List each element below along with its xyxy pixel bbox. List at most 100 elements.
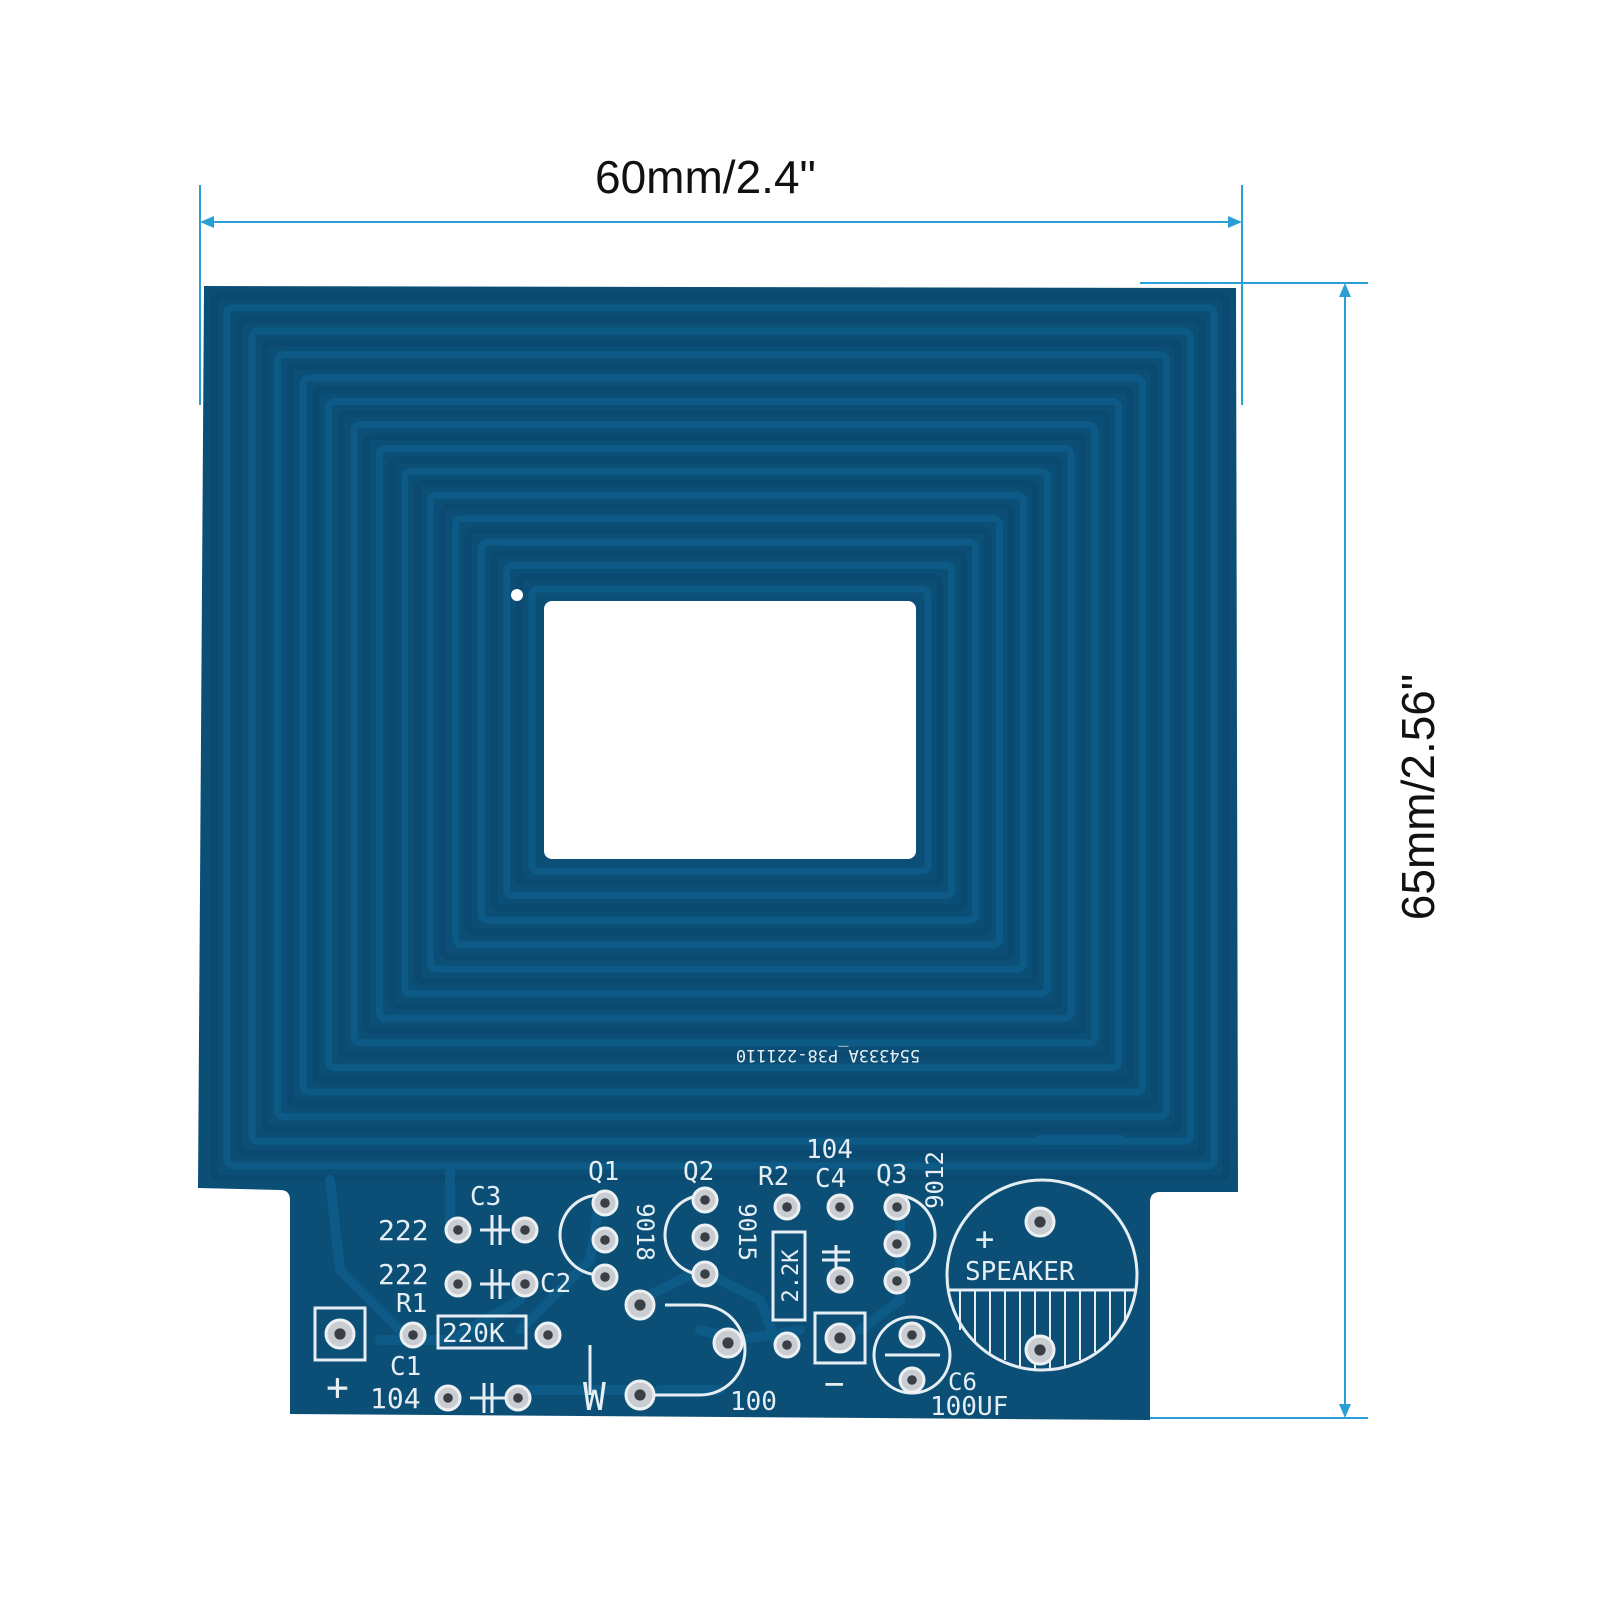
c3-value: 222 [378,1214,429,1247]
silkscreen-text: 554333A_P38-221110 C3 222 222 C2 R1 220K… [326,1045,1075,1422]
pad-hole [453,1225,463,1235]
coil-turn [223,304,1218,1170]
pad-hole [408,1330,418,1340]
pad-hole [782,1202,792,1212]
pad-hole [453,1279,463,1289]
w-label: W [583,1375,606,1419]
r1-value: 220K [442,1319,505,1349]
q3-part: 9012 [921,1151,949,1209]
c4-value: 104 [806,1135,853,1165]
pad-hole [907,1330,917,1340]
coil-turn [528,585,932,875]
c4-label: C4 [815,1164,846,1194]
coil-turn [274,351,1170,1121]
pad-hole [600,1198,610,1208]
coil-turn [363,433,1087,1035]
pad-hole [334,1328,346,1340]
pad-hole [835,1202,845,1212]
mounting-hole [511,589,523,601]
pad-hole [834,1332,846,1344]
pad-hole [907,1375,917,1385]
board-window [544,601,916,859]
coil-turn [261,339,1182,1133]
power-minus-box [813,1311,867,1365]
pad-hole [700,1269,710,1279]
q1-outline [558,1193,601,1277]
serial-number: 554333A_P38-221110 [736,1045,920,1065]
coil-turn [350,421,1099,1047]
coil-turn [452,515,1004,949]
coil-turn [439,503,1015,961]
pad-hole [600,1235,610,1245]
pad-hole [600,1272,610,1282]
coil-turn [515,573,944,887]
coil-turn [388,456,1063,1010]
coil-turn [286,362,1158,1108]
w-value: 100 [730,1387,777,1417]
pot-outline [640,1303,747,1397]
coil-turn [299,374,1147,1096]
pad-hole [892,1276,902,1286]
pad-hole [892,1202,902,1212]
height-dimension [1140,282,1368,1419]
q2-outline [663,1193,706,1277]
pad-hole [634,1389,646,1401]
q3-label: Q3 [876,1160,907,1190]
width-dimension [199,185,1243,405]
coil-turn [312,386,1135,1084]
coil-turn [503,562,956,900]
r2-value: 2.2K [779,1249,804,1303]
c1-label: C1 [390,1352,421,1382]
q3-outline [894,1193,937,1277]
c6-value: 100UF [930,1392,1008,1422]
minus-label: − [824,1364,844,1404]
plus-label: + [326,1365,349,1409]
pad-hole [700,1232,710,1242]
solder-pads [324,1186,1056,1412]
pad-hole [700,1195,710,1205]
pad-hole [1034,1344,1046,1356]
pad-hole [443,1393,453,1403]
pad-hole [543,1330,553,1340]
pad-hole [513,1393,523,1403]
speaker-plus-label: + [975,1220,994,1258]
q1-part: 9018 [631,1203,659,1261]
pad-hole [782,1340,792,1350]
capacitor-symbols [470,1215,850,1413]
speaker-outline [945,1178,1139,1372]
coil-turn [337,409,1111,1059]
pad-hole [520,1279,530,1289]
height-dimension-label: 65mm/2.56" [1392,673,1444,921]
silkscreen-shapes [313,1178,1139,1413]
q2-part: 9015 [733,1203,761,1261]
c1-value: 104 [370,1382,421,1415]
r1-label: R1 [396,1289,427,1319]
pad-hole [835,1275,845,1285]
coil-turn [375,444,1075,1022]
q2-label: Q2 [683,1157,714,1187]
pad-hole [892,1239,902,1249]
r2-outline [771,1230,807,1322]
coil-turn [426,491,1027,973]
c2-value: 222 [378,1258,429,1291]
coil-turn [235,315,1206,1157]
speaker-label: SPEAKER [965,1257,1075,1287]
coil-turn [248,327,1194,1145]
width-dimension-label: 60mm/2.4" [595,151,816,203]
coil-turn [464,526,992,936]
r1-outline [436,1314,528,1350]
coil-turn [414,480,1039,986]
coil-turn [490,550,968,912]
c3-label: C3 [470,1182,501,1212]
c2-label: C2 [540,1269,571,1299]
c6-label: C6 [948,1368,977,1396]
power-plus-box [313,1306,367,1362]
coil-traces [210,292,1230,1182]
coil-turn [210,292,1230,1182]
r2-label: R2 [758,1162,789,1192]
pad-hole [722,1337,734,1349]
pad-hole [634,1299,646,1311]
pad-hole [1034,1216,1046,1228]
